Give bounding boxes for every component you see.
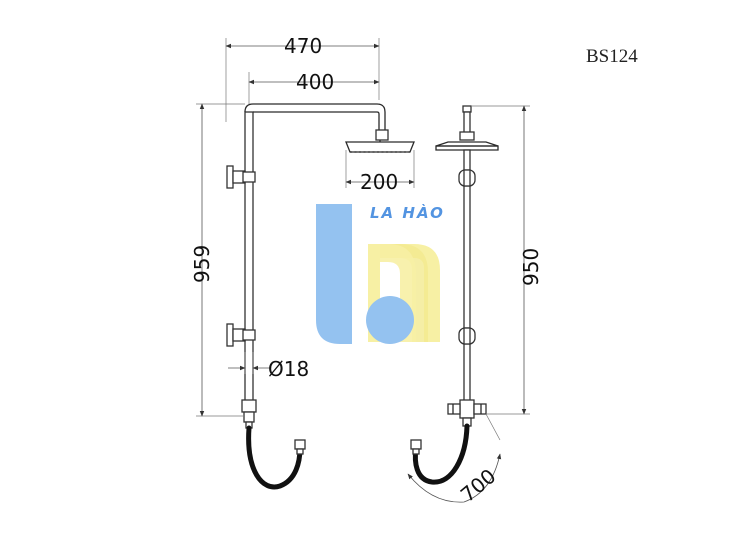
- watermark-blue-bar: [316, 204, 352, 344]
- front-riser-pipe: [244, 111, 254, 403]
- dim-arm-length: 400: [296, 70, 334, 94]
- watermark-brand-text: LA HÀO: [370, 203, 445, 222]
- front-shower-arm: [244, 103, 386, 134]
- front-wall-bracket-lower: [226, 323, 256, 347]
- front-hose-nut: [294, 439, 306, 455]
- side-clamp-upper: [458, 169, 476, 187]
- dim-overall-width: 470: [284, 34, 322, 58]
- front-view: [226, 103, 415, 490]
- model-code-label: BS124: [586, 46, 638, 67]
- side-view: [410, 105, 499, 485]
- side-diverter-valve: [447, 399, 487, 427]
- front-dimensions: 470 400 200 959 Ø18: [190, 34, 415, 417]
- front-wall-bracket-upper: [226, 165, 256, 189]
- front-bottom-fitting: [241, 399, 257, 429]
- side-hose: [412, 423, 470, 485]
- dim-hose-length: 700: [456, 464, 501, 507]
- dim-pipe-diameter: Ø18: [268, 357, 309, 381]
- front-shower-head: [345, 140, 415, 153]
- front-hose: [246, 425, 303, 490]
- side-shower-head: [435, 141, 499, 151]
- hose-length-arc: [407, 453, 502, 503]
- dim-head-diameter: 200: [360, 170, 398, 194]
- side-clamp-lower: [458, 327, 476, 345]
- dim-side-height: 950: [519, 248, 543, 286]
- dim-front-height: 959: [190, 245, 214, 283]
- side-riser-pipe: [463, 149, 471, 405]
- brand-watermark: LA HÀO: [316, 203, 445, 344]
- side-hose-nut: [410, 439, 422, 455]
- watermark-blue-circle: [366, 296, 414, 344]
